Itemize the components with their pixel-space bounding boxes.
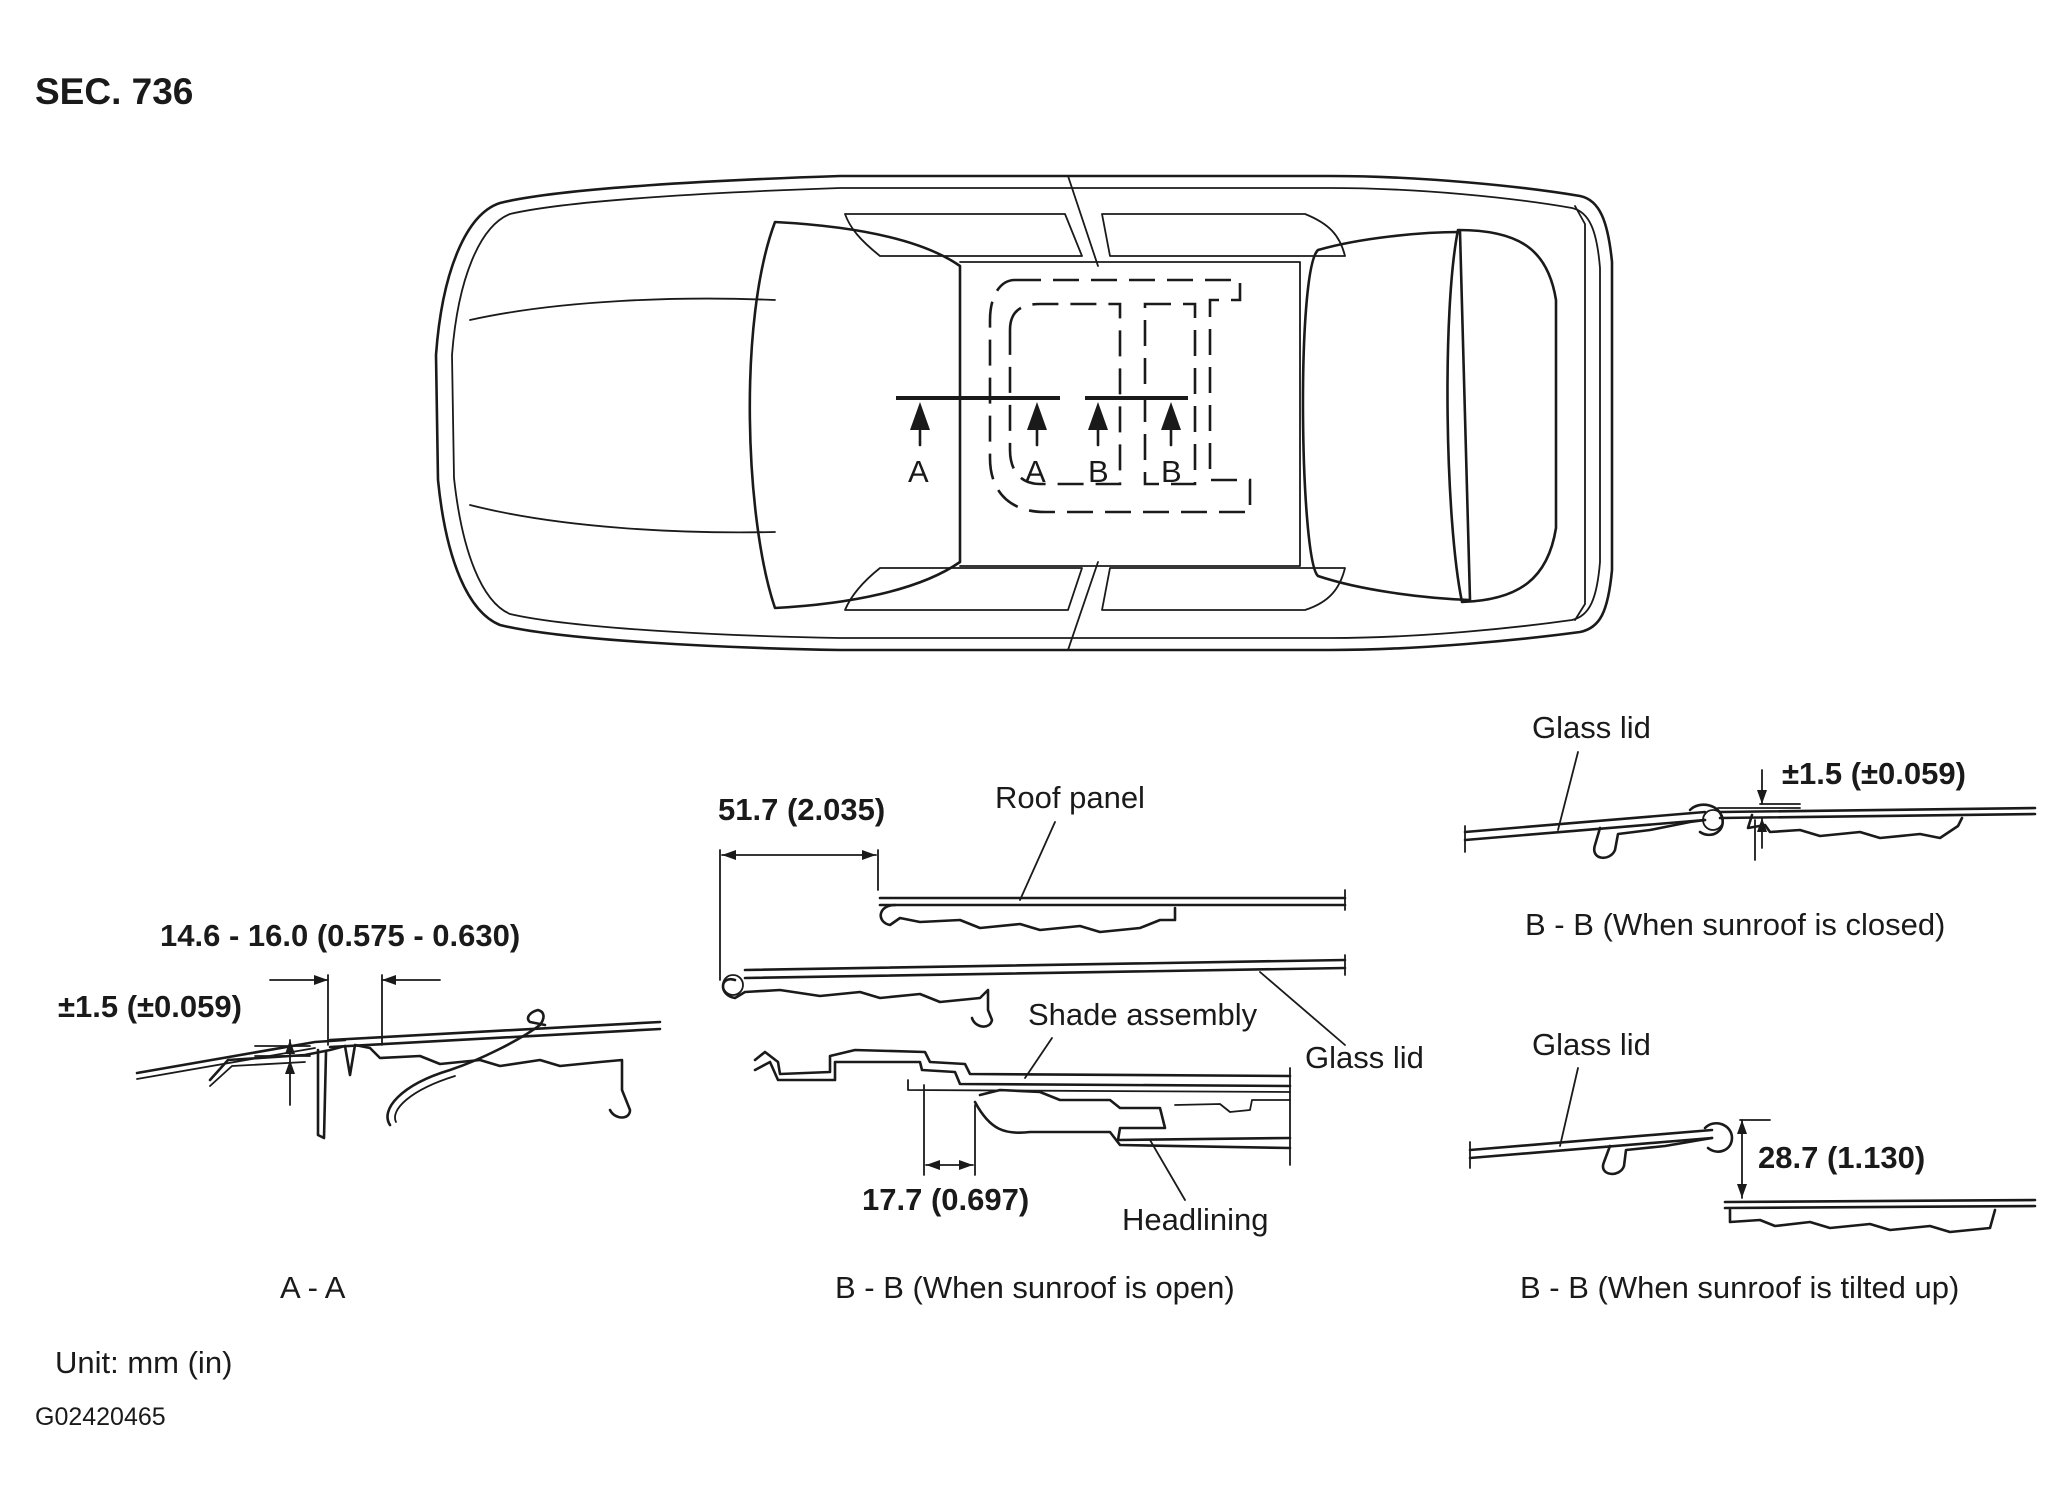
- bb-open-dim-bottom: 17.7 (0.697): [862, 1182, 1029, 1217]
- figure-code: G02420465: [35, 1403, 166, 1431]
- unit-note: Unit: mm (in): [55, 1345, 232, 1380]
- section-b-b-open: 51.7 (2.035) Roof panel Shade assembly G…: [718, 780, 1424, 1305]
- section-arrow-a-left-icon: [910, 402, 930, 447]
- marker-a-right: A: [1025, 454, 1046, 489]
- bb-tilted-label-glass: Glass lid: [1532, 1027, 1651, 1062]
- aa-caption: A - A: [280, 1270, 346, 1305]
- section-arrow-a-right-icon: [1027, 402, 1047, 447]
- section-b-b-closed: Glass lid ±1.5 (±0.059) B - B (When sunr…: [1463, 710, 2037, 942]
- section-a-a: 14.6 - 16.0 (0.575 - 0.630) ±1.5 (±0.059…: [58, 918, 662, 1305]
- bb-open-label-roof-panel: Roof panel: [995, 780, 1145, 815]
- bb-open-label-shade: Shade assembly: [1028, 997, 1258, 1032]
- bb-open-label-headlining: Headlining: [1122, 1202, 1269, 1237]
- section-title: SEC. 736: [35, 71, 193, 112]
- section-arrow-b-left-icon: [1088, 402, 1108, 447]
- bb-tilted-dim-gap: 28.7 (1.130): [1758, 1140, 1925, 1175]
- aa-dim-tolerance: ±1.5 (±0.059): [58, 989, 242, 1024]
- section-b-b-tilted: Glass lid 28.7 (1.130) B - B (When sunro…: [1468, 1027, 2037, 1305]
- bb-closed-dim-tolerance: ±1.5 (±0.059): [1782, 756, 1966, 791]
- marker-b-left: B: [1088, 454, 1109, 489]
- marker-a-left: A: [908, 454, 929, 489]
- bb-tilted-caption: B - B (When sunroof is tilted up): [1520, 1270, 1959, 1305]
- bb-open-caption: B - B (When sunroof is open): [835, 1270, 1235, 1305]
- bb-closed-caption: B - B (When sunroof is closed): [1525, 907, 1945, 942]
- car-top-view: A A B B: [434, 174, 1614, 652]
- bb-open-label-glass: Glass lid: [1305, 1040, 1424, 1075]
- bb-open-dim-top: 51.7 (2.035): [718, 792, 885, 827]
- bb-closed-label-glass: Glass lid: [1532, 710, 1651, 745]
- aa-dim-range: 14.6 - 16.0 (0.575 - 0.630): [160, 918, 520, 953]
- marker-b-right: B: [1161, 454, 1182, 489]
- section-arrow-b-right-icon: [1161, 402, 1181, 447]
